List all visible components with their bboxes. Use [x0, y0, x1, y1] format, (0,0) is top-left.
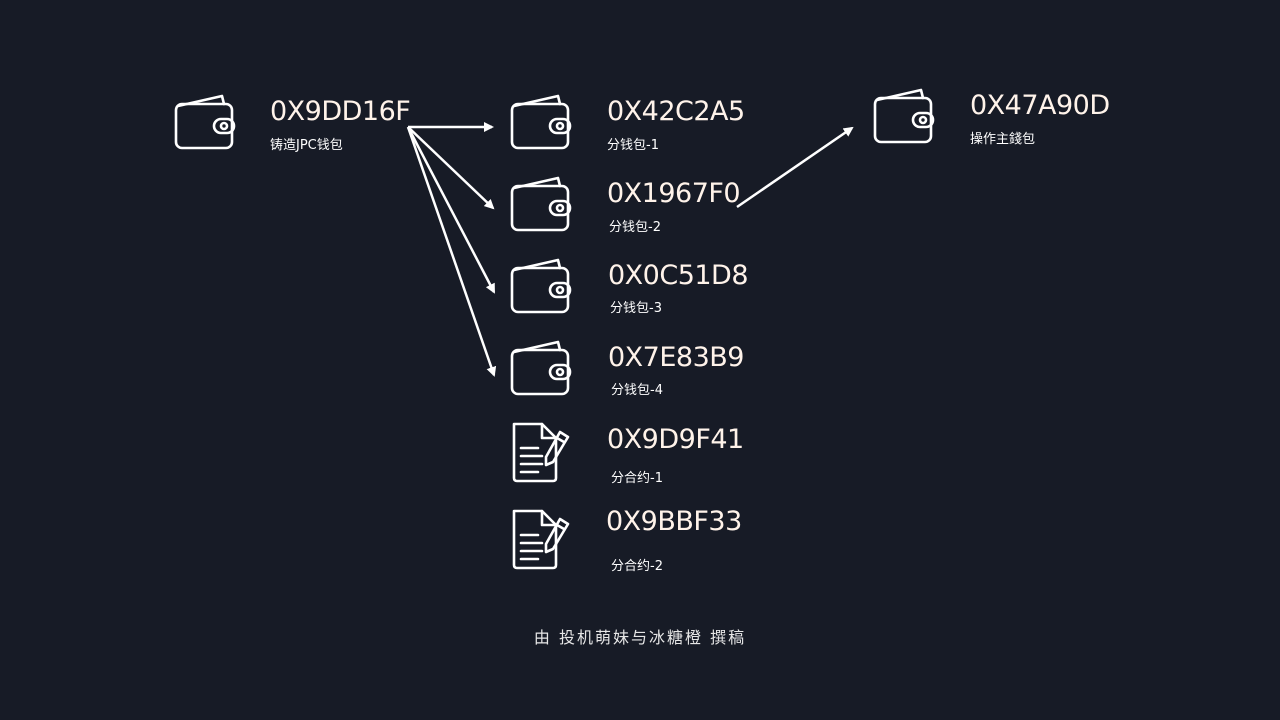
wallet-icon: [508, 256, 572, 320]
arrow-source-to-child-4: [406, 126, 497, 377]
child-4-label: 分钱包-4: [611, 383, 663, 398]
credit-text: 由 投机萌妹与冰糖橙 撰稿: [533, 628, 747, 647]
source-label: 铸造JPC钱包: [270, 138, 343, 153]
child-1-address: 0X42C2A5: [607, 96, 745, 127]
child-5-label: 分合约-1: [611, 471, 663, 486]
wallet-icon: [871, 86, 935, 150]
child-5-address: 0X9D9F41: [607, 424, 744, 455]
wallet-icon: [508, 92, 572, 156]
wallet-icon: [172, 92, 236, 156]
child-3-address: 0X0C51D8: [608, 260, 749, 291]
child-6-label: 分合约-2: [611, 559, 663, 574]
wallet-icon: [508, 174, 572, 238]
child-6-address: 0X9BBF33: [606, 506, 742, 537]
contract-icon: [508, 507, 572, 571]
child-2-address: 0X1967F0: [607, 178, 741, 209]
child-1-label: 分钱包-1: [607, 138, 659, 153]
arrow-source-to-child-3: [406, 126, 496, 294]
target-address: 0X47A90D: [970, 90, 1110, 121]
child-3-label: 分钱包-3: [610, 301, 662, 316]
child-2-label: 分钱包-2: [609, 220, 661, 235]
contract-icon: [508, 420, 572, 484]
target-label: 操作主錢包: [970, 132, 1036, 147]
wallet-icon: [508, 338, 572, 402]
source-address: 0X9DD16F: [270, 96, 411, 127]
arrow-child-2-to-target: [736, 126, 854, 209]
arrow-source-to-child-2: [407, 126, 495, 210]
child-4-address: 0X7E83B9: [608, 342, 744, 373]
